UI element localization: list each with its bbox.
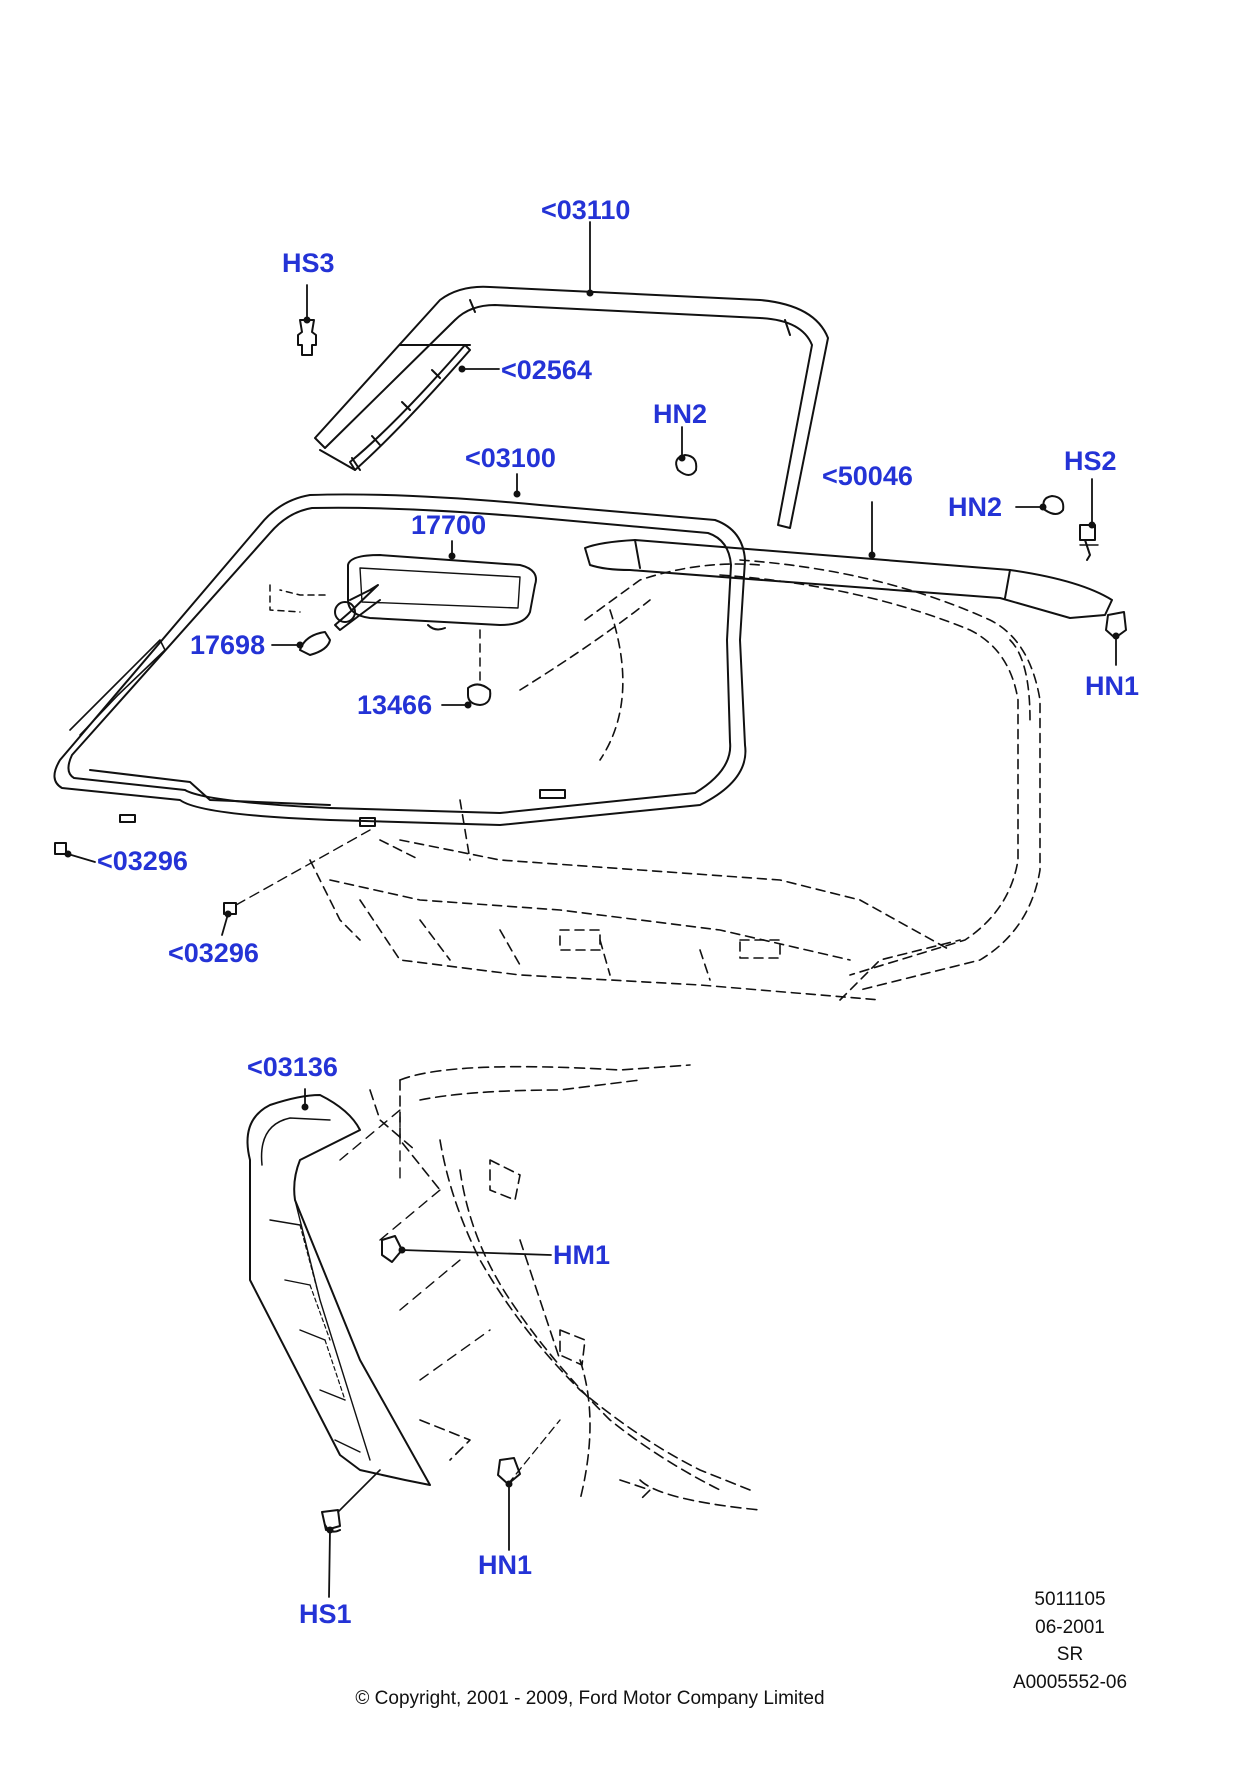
- callout-13466[interactable]: 13466: [357, 690, 433, 720]
- screw-hs2[interactable]: [1079, 524, 1099, 561]
- body-structure-upper: [309, 559, 1041, 1001]
- cowl-strip-50046[interactable]: [584, 539, 1113, 619]
- callout-17698[interactable]: 17698: [190, 630, 266, 660]
- clip-hm1[interactable]: [381, 1235, 403, 1263]
- callout-hn2-top[interactable]: HN2: [653, 399, 708, 429]
- callout-03136[interactable]: <03136: [247, 1052, 338, 1082]
- callout-03296-bottom[interactable]: <03296: [168, 938, 259, 968]
- clip-03296-left[interactable]: [54, 842, 67, 855]
- interior-mirror-17700[interactable]: [269, 552, 537, 631]
- callout-03100[interactable]: <03100: [465, 443, 556, 473]
- callout-hn1-bottom[interactable]: HN1: [478, 1550, 533, 1580]
- windscreen-03100[interactable]: [53, 490, 747, 827]
- roof-moulding-03110[interactable]: [314, 285, 829, 529]
- copyright-notice: © Copyright, 2001 - 2009, Ford Motor Com…: [355, 1688, 825, 1709]
- clip-hn1-bottom[interactable]: [497, 1419, 561, 1485]
- callout-hn2-right[interactable]: HN2: [948, 492, 1003, 522]
- body-structure-lower: [369, 1064, 761, 1511]
- bulb-13466[interactable]: [467, 629, 492, 706]
- reference-block: 5011105 06-2001 SR A0005552-06: [990, 1586, 1150, 1696]
- screw-hs1[interactable]: [321, 1469, 381, 1533]
- reference-date: 06-2001: [1035, 1616, 1105, 1638]
- callout-hm1[interactable]: HM1: [553, 1240, 611, 1270]
- side-rail-02564[interactable]: [319, 344, 471, 471]
- a-pillar-trim-03136[interactable]: [246, 1094, 491, 1486]
- callout-hs1[interactable]: HS1: [299, 1599, 352, 1629]
- nut-hn2-right[interactable]: [1042, 495, 1065, 515]
- clip-hs3[interactable]: [297, 319, 317, 356]
- callout-03296-left[interactable]: <03296: [97, 846, 188, 876]
- clip-hn1-right[interactable]: [1105, 611, 1127, 639]
- illustration-id: A0005552-06: [1012, 1671, 1128, 1693]
- leader-dots: [64, 316, 1120, 1534]
- leader-lines: [67, 221, 1117, 1598]
- callout-hn1-right[interactable]: HN1: [1085, 671, 1140, 701]
- callout-03110[interactable]: <03110: [541, 195, 631, 225]
- callout-hs3[interactable]: HS3: [282, 248, 335, 278]
- reference-number: 5011105: [1034, 1589, 1106, 1610]
- callout-17700[interactable]: 17700: [411, 510, 487, 540]
- callout-02564[interactable]: <02564: [501, 355, 592, 385]
- clip-03296-bottom[interactable]: [223, 829, 371, 915]
- callout-50046[interactable]: <50046: [822, 461, 913, 491]
- callout-hs2[interactable]: HS2: [1064, 446, 1117, 476]
- reference-code: SR: [1056, 1644, 1084, 1666]
- mirror-cover-17698[interactable]: [299, 631, 331, 656]
